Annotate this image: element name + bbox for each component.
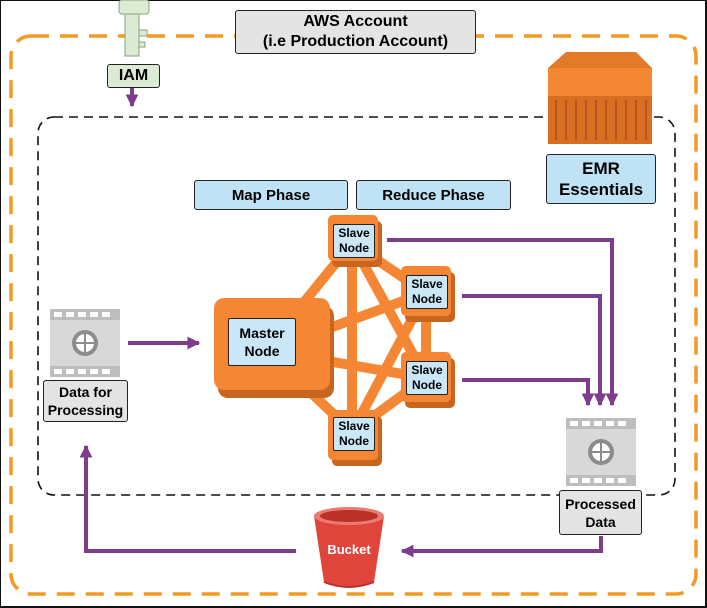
master-node-line1: Master [239,325,285,341]
bucket-icon [314,507,384,588]
iam-label-text: IAM [118,67,149,84]
input-data-line2: Processing [47,402,124,418]
input-data-icon [50,309,120,377]
iam-label: IAM [107,64,160,88]
emr-cluster-boundary [37,116,676,496]
slave-node-2: Slave Node [406,275,448,309]
slave-node-4: Slave Node [333,417,375,451]
slave1-output-arrow [387,238,619,407]
master-node: Master Node [228,318,296,366]
slave-node-2-line1: Slave [411,277,443,291]
slave-node-1-line1: Slave [338,226,370,240]
output-data-icon [566,418,636,486]
bucket-label: Bucket [316,538,382,560]
map-phase-text: Map Phase [231,186,311,204]
emr-essentials-label: EMR Essentials [546,154,656,204]
slave3-output-arrow [462,378,595,407]
bucket-label-text: Bucket [327,541,371,557]
slave-node-3-line1: Slave [411,363,443,377]
input-data-line1: Data for [59,384,112,400]
aws-account-label: AWS Account (i.e Production Account) [235,10,476,54]
slave-node-3: Slave Node [406,361,448,395]
aws-account-subtitle: (i.e Production Account) [262,33,449,50]
emr-label-line2: Essentials [558,180,644,199]
output-data-line1: Processed [565,495,636,512]
aws-account-title: AWS Account [303,13,408,30]
processed-data-label: Processed Data [559,490,642,535]
reduce-phase-label: Reduce Phase [356,180,511,210]
slave-node-4-line1: Slave [338,419,370,433]
slave-node-2-line2: Node [412,292,442,306]
key-icon [118,0,150,57]
master-node-line2: Node [244,343,280,359]
output-data-line2: Data [585,513,616,530]
slave-node-1-line2: Node [339,241,369,255]
flow-arrows [79,238,619,558]
slave-node-4-line2: Node [339,434,369,448]
slave-node-1: Slave Node [333,224,375,258]
data-for-processing-label: Data for Processing [43,380,128,422]
slave2-output-arrow [462,294,607,407]
reduce-phase-text: Reduce Phase [382,186,485,204]
emr-label-line1: EMR [582,159,620,178]
map-phase-label: Map Phase [194,180,348,210]
bucket-to-input-arrow [79,444,296,553]
emr-icon [548,52,652,144]
output-to-bucket-arrow [400,536,603,558]
slave-node-3-line2: Node [412,378,442,392]
